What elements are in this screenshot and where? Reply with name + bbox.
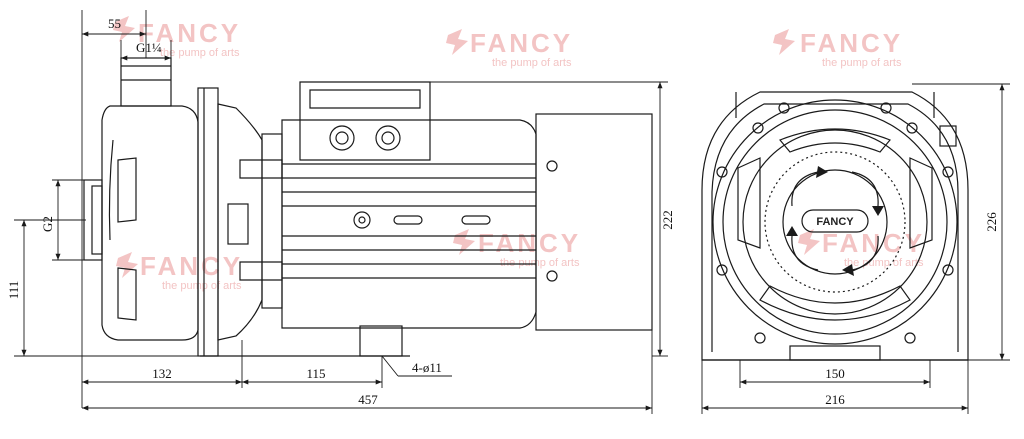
fan-cover-ring [712, 99, 958, 345]
watermark-6: FANCY the pump of arts [798, 228, 925, 269]
watermark-tagline: the pump of arts [160, 47, 240, 59]
watermark-brand: FANCY [822, 228, 925, 258]
bolt-hole [906, 122, 918, 134]
rotation-arrow [791, 171, 819, 207]
vent-slot [909, 157, 933, 249]
dim-outlet-offset: 55 [108, 16, 121, 31]
lug [239, 159, 283, 179]
dim-overall-length: 457 [358, 392, 378, 407]
inlet-flange [83, 179, 103, 261]
cooling-fins [282, 163, 536, 279]
dim-shaft-height: 111 [6, 281, 21, 300]
front-logo: FANCY [816, 216, 854, 228]
casing-flange [197, 87, 219, 357]
dim-front-height: 226 [984, 212, 999, 232]
dim-front-foot-spacing: 150 [825, 366, 845, 381]
front-view [701, 91, 969, 361]
cable-gland [329, 125, 355, 151]
pump-casing [101, 105, 199, 341]
dim-front-to-foot: 132 [152, 366, 172, 381]
dim-inlet-thread: G2 [40, 216, 55, 232]
dim-foot-spacing: 115 [306, 366, 325, 381]
slot [461, 215, 491, 225]
cable-gland [375, 125, 401, 151]
watermark-tagline: the pump of arts [500, 257, 580, 269]
dim-overall-height: 222 [660, 210, 675, 230]
mounting-foot [359, 325, 403, 357]
watermark-brand: FANCY [800, 28, 903, 58]
front-housing [701, 91, 969, 361]
grease-plug [353, 211, 371, 229]
fan-cover [535, 113, 653, 331]
motor-bracket [217, 103, 263, 341]
watermark-brand: FANCY [138, 18, 241, 48]
watermark-4: FANCY the pump of arts [116, 251, 243, 292]
bolt-hole [752, 122, 764, 134]
bolt-hole [942, 166, 954, 178]
casing-rib [117, 267, 137, 321]
outlet-pipe [120, 57, 172, 107]
rotation-arrowheads [786, 166, 884, 276]
dim-outlet-thread: G1¼ [136, 40, 162, 55]
bolt-hole [716, 166, 728, 178]
bolt-hole [716, 264, 728, 276]
terminal-box [299, 81, 431, 161]
watermark-tagline: the pump of arts [844, 257, 924, 269]
bolt-hole [942, 264, 954, 276]
front-view-dims [701, 83, 1010, 414]
watermark-brand: FANCY [140, 251, 243, 281]
bolt-hole [778, 102, 790, 114]
watermark-5: FANCY the pump of arts [453, 228, 581, 269]
bolt-hole [754, 332, 766, 344]
vent-slot [759, 285, 911, 321]
vent-slot [737, 157, 761, 249]
bolt-hole [904, 332, 916, 344]
dim-front-width: 216 [825, 392, 845, 407]
watermark-tagline: the pump of arts [492, 57, 572, 69]
watermark-2: FANCY the pump of arts [446, 28, 573, 69]
lug [239, 261, 283, 281]
watermark-tagline: the pump of arts [162, 280, 242, 292]
base-foot [789, 345, 881, 361]
rotation-arrow [851, 235, 879, 271]
side-view [83, 57, 653, 357]
watermark-tagline: the pump of arts [822, 57, 902, 69]
slot [393, 215, 423, 225]
watermark-3: FANCY the pump of arts [773, 28, 903, 69]
bolt-hole [880, 102, 892, 114]
side-gland [939, 125, 957, 147]
watermark-1: FANCY the pump of arts [113, 16, 241, 59]
casing-rib [117, 157, 137, 223]
center-hub [801, 209, 869, 233]
watermark-brand: FANCY [478, 228, 581, 258]
watermark-brand: FANCY [470, 28, 573, 58]
vent-slot [779, 128, 891, 153]
dim-mount-holes: 4-ø11 [412, 360, 442, 375]
side-view-dims [14, 10, 668, 414]
